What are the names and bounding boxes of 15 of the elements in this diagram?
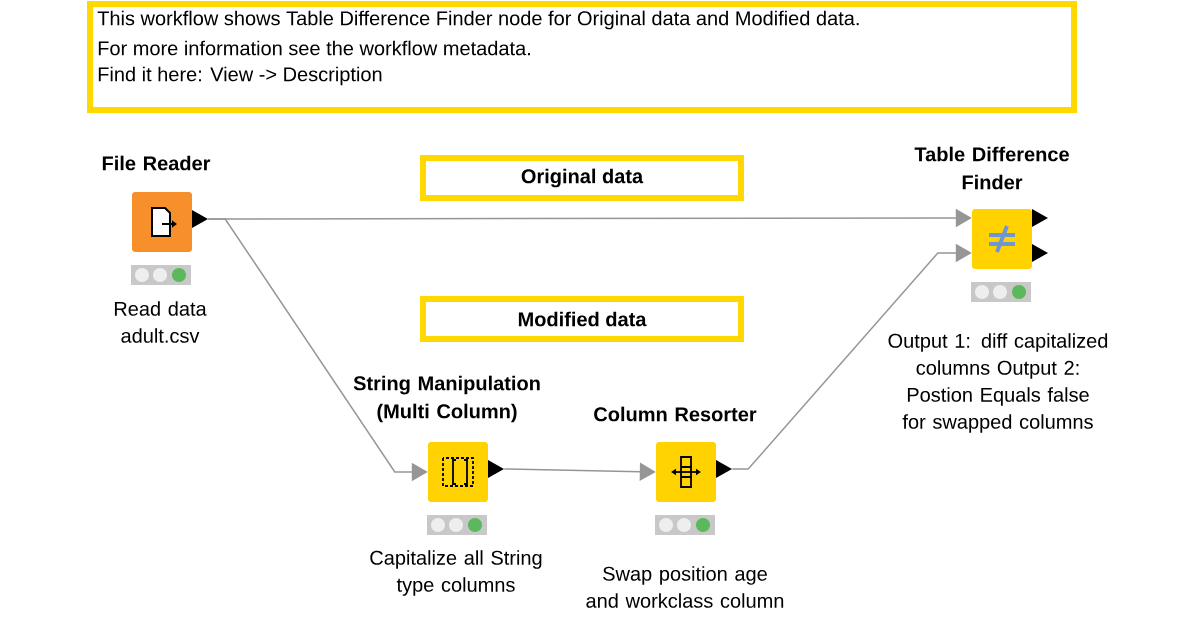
annotation-text: For more information see the workflow metadata. — [98, 40, 530, 56]
node-title: File Reader — [102, 155, 211, 171]
node-description: Swap position age and workclass column — [586, 566, 784, 608]
node-title: Column Resorter — [594, 406, 757, 422]
connector — [503, 462, 656, 481]
node-description: Output 1: diff capitalized columns Output 2: Postion Equals false for swapped columns — [888, 333, 1108, 433]
connector — [731, 243, 972, 470]
annotation-text: Find it here: View -> Description — [98, 66, 382, 86]
annotation-text: Modified data — [518, 311, 647, 327]
node-description: Capitalize all String type columns — [370, 550, 542, 596]
node-title: String Manipulation (Multi Column) — [353, 375, 540, 423]
annotation-text: Original data — [521, 168, 644, 188]
node-description: Read data adult.csv — [114, 301, 207, 343]
annotation-text: This workflow shows Table Difference Finder node for Original data and Modified data. — [97, 10, 859, 30]
node-title: Table Difference Finder — [914, 146, 1069, 190]
